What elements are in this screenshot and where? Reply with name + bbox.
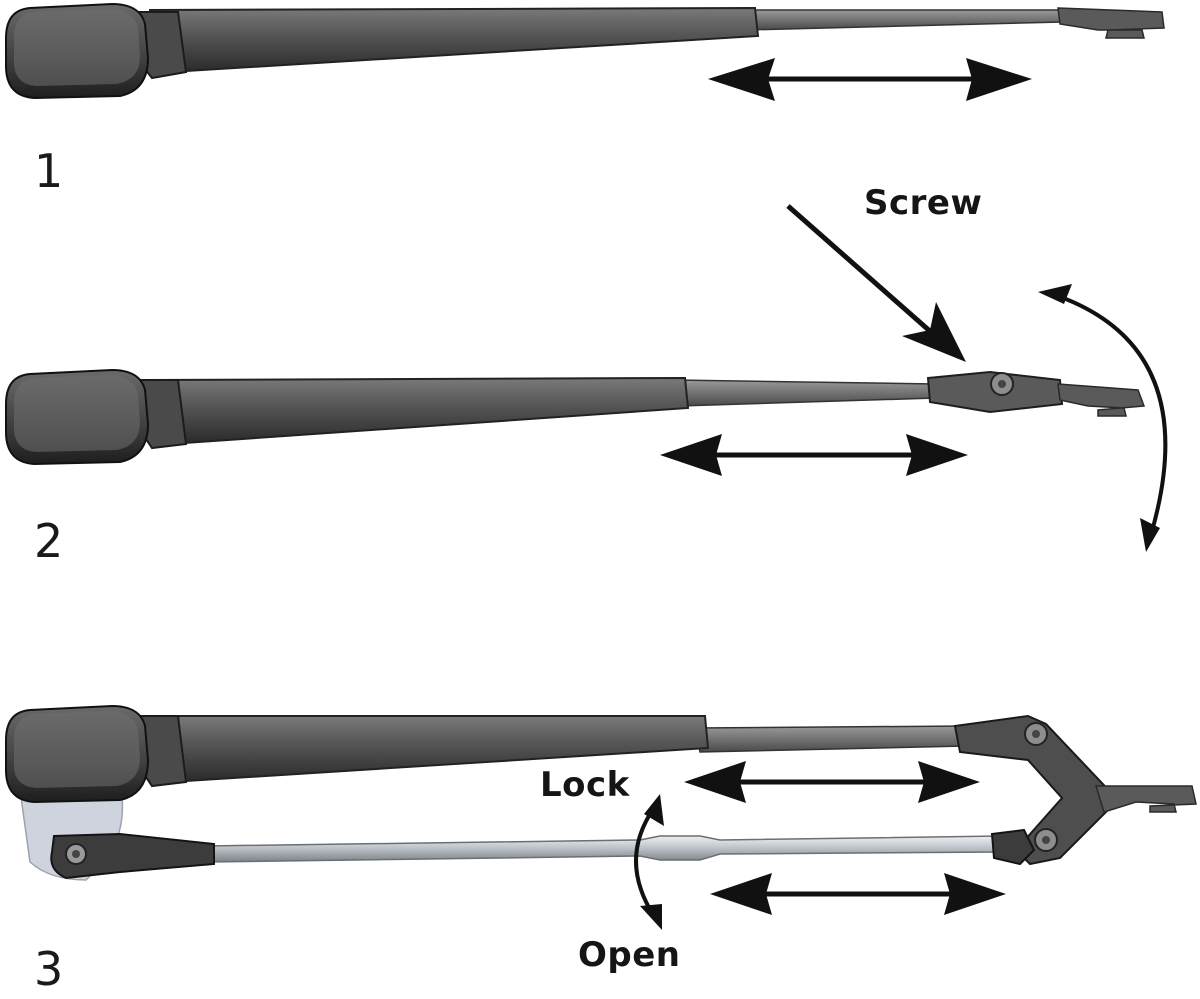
step-number-3: 3: [34, 942, 64, 996]
wiper-arm-step-1: [5, 2, 1165, 100]
rotate-arrow: [1038, 284, 1168, 552]
screw-label: Screw: [864, 183, 983, 223]
slide-arrow-step-3-lower: [710, 873, 1006, 915]
open-label: Open: [578, 935, 681, 975]
lock-open-arrow: [634, 794, 664, 930]
step-number-2: 2: [34, 514, 64, 568]
wiper-arm-step-3: [5, 704, 1197, 881]
step-number-1: 1: [34, 144, 64, 198]
slide-arrow-step-1: [708, 58, 1032, 101]
screw-pointer-arrow: [786, 204, 966, 362]
tension-rod: [204, 835, 1003, 863]
v-bracket: [953, 714, 1120, 866]
slide-arrow-step-2: [660, 434, 968, 476]
slide-arrow-step-3-upper: [684, 761, 980, 803]
lock-label: Lock: [540, 765, 630, 805]
wiper-arm-step-2: [5, 368, 1146, 466]
